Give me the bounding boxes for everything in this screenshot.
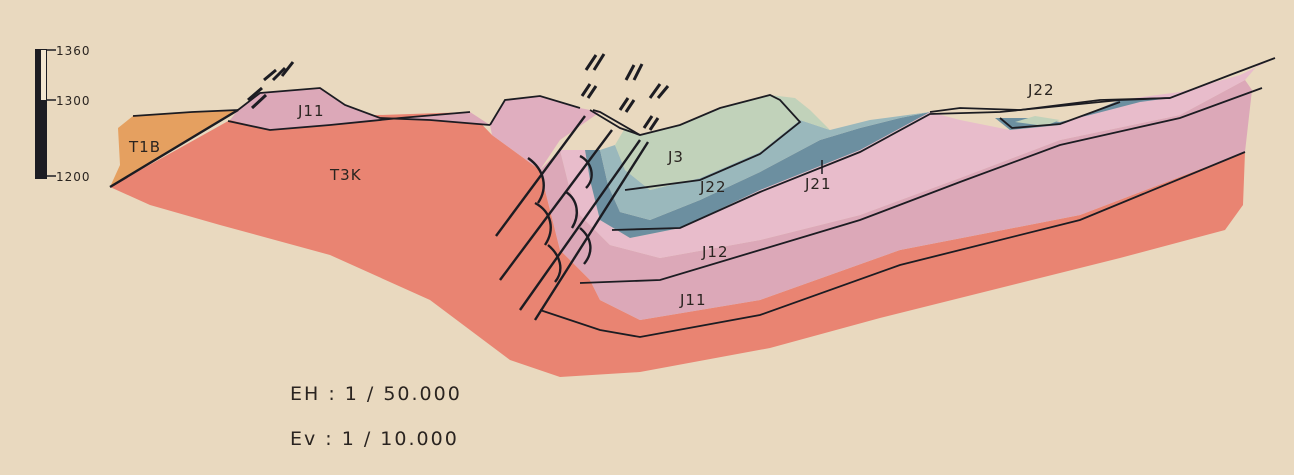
label-j22-left: J22	[699, 178, 727, 196]
label-t3k: T3K	[329, 166, 362, 184]
label-j3: J3	[667, 148, 684, 166]
label-t1b: T1B	[128, 138, 161, 156]
elevation-scale-bar: 1360 1300 1200	[36, 44, 91, 184]
elevation-tick-1300: 1300	[56, 94, 91, 108]
label-j21: J21	[804, 175, 832, 193]
horizontal-scale: EH : 1 / 50.000	[290, 383, 462, 405]
label-j22-right: J22	[1027, 81, 1055, 99]
elevation-tick-1200: 1200	[56, 170, 91, 184]
label-j11-bottom: J11	[679, 291, 707, 309]
vertical-scale: Ev : 1 / 10.000	[290, 428, 459, 450]
label-j11-top: J11	[297, 102, 325, 120]
elevation-tick-1360: 1360	[56, 44, 91, 58]
label-j12: J12	[701, 243, 729, 261]
